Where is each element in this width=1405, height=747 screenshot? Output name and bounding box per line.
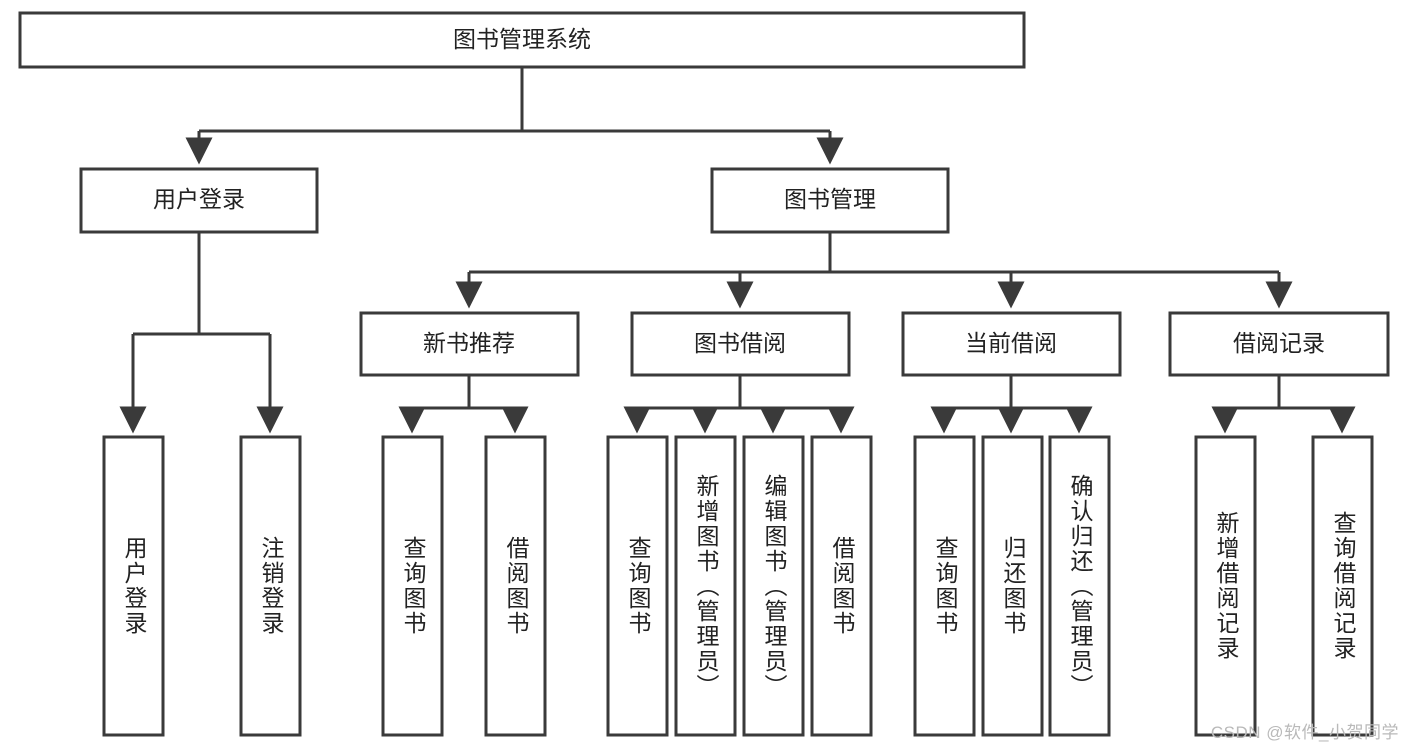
leaf-box-add-book[interactable]	[674, 435, 737, 737]
node-label-user-login: 用户登录	[153, 186, 245, 212]
node-box-book-management[interactable]	[710, 167, 950, 234]
node-box-borrow-record[interactable]	[1168, 311, 1390, 377]
leaf-box-return-book[interactable]	[981, 435, 1044, 737]
node-box-new-book-recommend[interactable]	[359, 311, 580, 377]
node-label-book-borrow: 图书借阅	[694, 330, 786, 356]
node-box-root[interactable]	[18, 11, 1026, 69]
node-box-current-borrow[interactable]	[901, 311, 1122, 377]
leaf-box-query-borrow-record[interactable]	[1311, 435, 1374, 737]
leaf-box-user-login[interactable]	[102, 435, 165, 737]
nodes-layer	[18, 11, 1390, 737]
node-label-current-borrow: 当前借阅	[965, 330, 1057, 356]
node-label-borrow-record: 借阅记录	[1233, 330, 1325, 356]
horizontal-labels-layer: 图书管理系统 用户登录 图书管理 新书推荐 图书借阅 当前借阅 借阅记录	[153, 26, 1325, 356]
leaf-box-confirm-return[interactable]	[1048, 435, 1111, 737]
leaf-box-borrow-book-1[interactable]	[484, 435, 547, 737]
leaf-box-query-book-1[interactable]	[381, 435, 444, 737]
leaf-box-add-borrow-record[interactable]	[1194, 435, 1257, 737]
leaf-box-borrow-book-2[interactable]	[810, 435, 873, 737]
edges-layer	[119, 67, 1356, 434]
leaf-box-query-book-3[interactable]	[913, 435, 976, 737]
node-label-new-book-recommend: 新书推荐	[423, 330, 515, 356]
csdn-watermark: CSDN @软件_小贺同学	[1210, 723, 1399, 742]
node-box-book-borrow[interactable]	[630, 311, 851, 377]
leaf-box-edit-book[interactable]	[742, 435, 805, 737]
leaf-box-logout[interactable]	[239, 435, 302, 737]
node-box-user-login[interactable]	[79, 167, 319, 234]
leaf-box-query-book-2[interactable]	[606, 435, 669, 737]
node-label-root: 图书管理系统	[453, 26, 591, 52]
node-label-book-management: 图书管理	[784, 186, 876, 212]
